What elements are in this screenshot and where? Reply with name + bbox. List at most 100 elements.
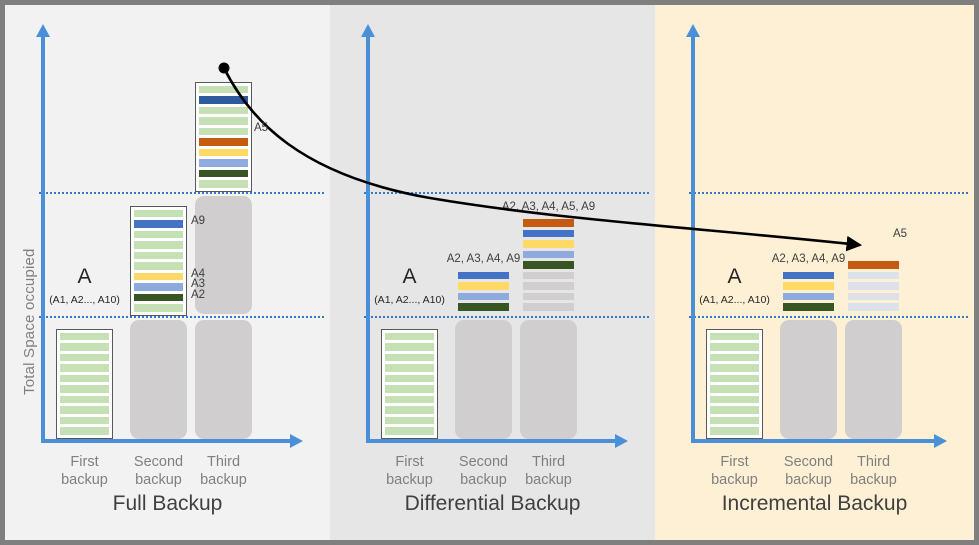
bar-green [710, 406, 759, 414]
placeholder-block [520, 320, 577, 439]
bar-dark_green [458, 303, 509, 311]
bar-green [134, 241, 183, 249]
gridline-upper [689, 192, 968, 194]
bar-green [60, 395, 109, 403]
x-category-line1: Second [458, 454, 509, 470]
bar-green [60, 332, 109, 340]
bar-green [710, 374, 759, 382]
y-axis-line [691, 37, 695, 443]
bar-green [710, 395, 759, 403]
x-category-line2: backup [61, 472, 108, 489]
bar-green [60, 353, 109, 361]
bar-A4 [134, 272, 183, 280]
gridline-lower [689, 316, 968, 318]
bar-blue [523, 229, 574, 237]
x-category-line2: backup [711, 472, 758, 489]
x-category-line2: backup [850, 472, 897, 489]
bar-green [134, 230, 183, 238]
bar-pale_gray [848, 292, 899, 300]
bar-green [710, 385, 759, 393]
bar-dark_blue [199, 96, 248, 104]
bar-yellow [783, 282, 834, 290]
x-axis-arrow [615, 434, 628, 448]
bar-blue [458, 271, 509, 279]
bar-green [60, 374, 109, 382]
bar-dark_green [783, 303, 834, 311]
x-category-line2: backup [386, 472, 433, 489]
bar-pale_gray [848, 271, 899, 279]
bar-light_blue [199, 159, 248, 167]
bar-green [134, 262, 183, 270]
bar-green [385, 353, 434, 361]
bar-green [385, 416, 434, 424]
bar-light_blue [783, 292, 834, 300]
group-label: A2, A3, A4, A5, A9 [501, 200, 596, 213]
bar-green [710, 416, 759, 424]
bar-gray [523, 303, 574, 311]
group-label: A2, A3, A4, A9 [771, 253, 846, 265]
x-category-line2: backup [200, 472, 247, 489]
bar-label: A2 [191, 288, 206, 301]
bar-green [710, 364, 759, 372]
bar-green [60, 416, 109, 424]
base-label-a-range: (A1, A2..., A10) [374, 294, 445, 306]
bar-green [385, 395, 434, 403]
gridline-lower [364, 316, 649, 318]
x-category-line2: backup [785, 472, 832, 489]
bar-A5 [848, 261, 899, 269]
stack-first-backup [56, 329, 113, 439]
bar-light_blue [523, 250, 574, 258]
stack-third-backup [845, 259, 902, 317]
bar-green [385, 385, 434, 393]
base-label-a: A [727, 265, 742, 288]
base-label-a-range: (A1, A2..., A10) [699, 294, 770, 306]
x-axis-line [366, 439, 615, 443]
bar-green [134, 251, 183, 259]
bar-green [199, 117, 248, 125]
stack-first-backup [381, 329, 438, 439]
bar-pale_gray [848, 303, 899, 311]
x-category-line2: backup [525, 472, 572, 489]
x-category-line1: Third [856, 454, 891, 470]
placeholder-block [130, 320, 187, 439]
bar-green [199, 180, 248, 188]
x-axis-arrow [290, 434, 303, 448]
panel-title-incremental: Incremental Backup [721, 492, 908, 515]
bar-green [60, 385, 109, 393]
bar-green [199, 106, 248, 114]
x-category-first-backup: First backup [690, 453, 780, 489]
bar-green [385, 364, 434, 372]
bar-green [710, 332, 759, 340]
bar-label: A4 [191, 267, 206, 280]
bar-green [710, 427, 759, 435]
bar-green [60, 427, 109, 435]
y-axis-line [41, 37, 45, 443]
x-axis-line [41, 439, 290, 443]
placeholder-block [780, 320, 837, 439]
stack-second-backup [455, 269, 512, 316]
x-category-line1: First [720, 454, 749, 470]
bar-gray [523, 292, 574, 300]
bar-green [385, 427, 434, 435]
placeholder-block [455, 320, 512, 439]
stack-first-backup [706, 329, 763, 439]
panel-title-full: Full Backup [112, 492, 223, 515]
bar-green [385, 374, 434, 382]
bar-label: A3 [191, 278, 206, 290]
bar-yellow [458, 282, 509, 290]
y-axis-line [366, 37, 370, 443]
gridline-lower [39, 316, 324, 318]
bar-green [385, 406, 434, 414]
gridline-upper [364, 192, 649, 194]
x-axis-arrow [934, 434, 947, 448]
bar-gray [523, 282, 574, 290]
bar-yellow [523, 240, 574, 248]
